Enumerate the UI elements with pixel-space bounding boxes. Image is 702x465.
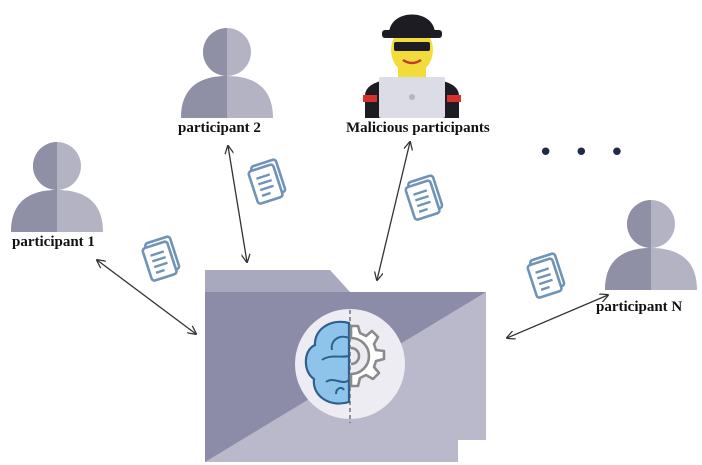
- participant-2-icon: [181, 28, 273, 118]
- malicious-participants-label: Malicious participants: [346, 120, 490, 136]
- document-icon: [524, 251, 568, 300]
- document-icon: [245, 157, 289, 206]
- document-icon: [139, 234, 183, 283]
- arrow-malicious-server: [377, 142, 410, 280]
- gear-icon: [349, 324, 386, 388]
- arrow-pn-server: [507, 295, 608, 338]
- participant-n-icon: [605, 200, 697, 290]
- participant-1-label: participant 1: [12, 234, 95, 250]
- arrow-p2-server: [228, 146, 247, 262]
- participant-1-icon: [11, 142, 103, 232]
- more-participants-indicator: • • •: [538, 138, 631, 168]
- participant-2-label: participant 2: [178, 120, 261, 136]
- document-icon: [402, 173, 446, 222]
- hacker-icon: [363, 14, 461, 118]
- participant-n-label: participant N: [596, 299, 683, 315]
- brain-icon: [304, 320, 351, 405]
- arrow-p1-server: [97, 260, 196, 334]
